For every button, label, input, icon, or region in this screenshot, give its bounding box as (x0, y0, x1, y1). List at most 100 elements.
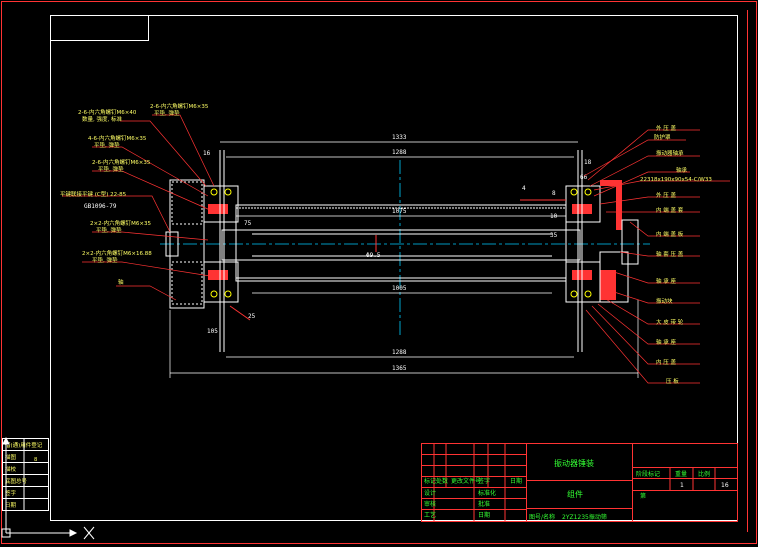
sheet-label: 第 (640, 492, 646, 500)
top-left-code-box (50, 15, 149, 41)
right-guard (600, 180, 622, 230)
material-label: 组件 (567, 489, 583, 499)
right-callout-14: 压 板 (666, 377, 679, 385)
left-callout-6-l1: 2×2-内六角螺钉M6×16.88 (82, 249, 152, 257)
dim-mid-lower: 1005 (392, 285, 407, 292)
right-callout-2: 振动器轴承 (656, 149, 684, 157)
left-callout-7-l1: 轴 (118, 278, 124, 286)
right-callout-text: 防护罩 外 压 盖 振动器轴承 22318x190x90x54-C/W33 轴承… (640, 124, 712, 385)
left-key (165, 231, 179, 257)
total-value: 16 (721, 482, 729, 489)
left-callout-0-l2: 数量, 强度, 标准 (82, 115, 122, 123)
right-callout-4: 轴承 (676, 166, 688, 174)
left-callout-0-l1: 2-6-内六角螺钉M6×40 (78, 108, 137, 116)
left-callout-1-l1: 2-6-内六角螺钉M6×35 (150, 102, 209, 110)
ucs-icon (1, 436, 95, 540)
title-cell-2: 更改文件号 (451, 477, 481, 485)
title-line: 振动器锤装 (554, 458, 594, 468)
right-callout-12: 轴 承 座 (656, 338, 676, 346)
dim-left-offset: 16 (203, 150, 211, 157)
drawing-no: 2YZ1235振动筛 (562, 513, 607, 521)
left-callout-5-l2: 平垫, 弹垫 (96, 226, 122, 234)
right-callout-3: 22318x190x90x54-C/W33 (640, 177, 712, 183)
title-cell-3: 签字 (478, 477, 490, 485)
shaft (221, 229, 581, 261)
right-callout-10: 振动块 (656, 297, 673, 305)
sign-row-0: 设计 (424, 489, 436, 497)
inner-border (50, 15, 738, 521)
right-callout-6: 内 端 盖 套 (656, 206, 684, 214)
left-stamp-1: 描图 (5, 453, 17, 461)
dim-center: Φ9.5 (366, 252, 381, 259)
scale-label: 比例 (698, 470, 710, 478)
right-callout-7: 内 端 盖 板 (656, 230, 684, 238)
right-bolt-3 (570, 290, 578, 298)
right-bearing-bottom (565, 261, 601, 303)
right-callout-9: 轴 承 座 (656, 277, 676, 285)
weight-label: 重量 (675, 470, 687, 478)
left-callouts (62, 114, 215, 301)
left-callout-4-l2: GB1096-79 (84, 203, 117, 210)
assembly-drawing: 1333 1288 1075 1005 1288 1365 16 18 4 8 … (160, 134, 650, 378)
right-callout-5: 外 压 盖 (656, 191, 676, 199)
right-weight (599, 251, 629, 303)
right-callout-1: 外 压 盖 (656, 124, 676, 132)
sign-row-2: 工艺 (424, 511, 436, 519)
dim-75: 75 (244, 220, 252, 227)
sign-row-right-1: 日期 (478, 511, 490, 519)
left-bearing-top-seal (208, 204, 228, 214)
left-pulley (169, 179, 205, 309)
sign-row-1: 审核 (424, 500, 436, 508)
dim-10: 10 (550, 213, 558, 220)
right-callouts (583, 129, 730, 384)
right-callout-13: 内 压 盖 (656, 358, 676, 366)
dim-top-overall: 1333 (392, 134, 407, 141)
left-callout-2-l1: 4-6-内六角螺钉M6×35 (88, 134, 147, 142)
right-guard-bottom (600, 270, 616, 300)
left-bearing-bottom-seal (208, 270, 228, 280)
left-callout-3-l1: 2-6-内六角螺钉M6×35 (92, 158, 151, 166)
left-stamp-2: 描校 (5, 465, 17, 473)
right-bolt-2 (584, 188, 592, 196)
dim-8: 8 (552, 190, 556, 197)
left-bolt-3 (210, 290, 218, 298)
title-cell-4: 日期 (510, 477, 522, 485)
dim-105: 105 (207, 328, 218, 335)
dim-4: 4 (522, 185, 526, 192)
left-bolt-4 (224, 290, 232, 298)
left-stamp-4: 签字 (5, 489, 17, 497)
stage-label: 阶段标记 (636, 470, 660, 478)
left-callout-1-l2: 平垫, 弹垫 (154, 109, 180, 117)
left-stamp-number: 8 (34, 457, 37, 463)
left-stamp-table: 借(通)用件登记 描图 描校 底图总号 签字 日期 (2, 438, 49, 511)
dim-mid-upper: 1075 (392, 208, 407, 215)
dim-top-inner: 1288 (392, 149, 407, 156)
right-callout-11: 大 皮 带 轮 (656, 318, 684, 326)
left-pulley-grooves-top (171, 181, 203, 225)
left-bearing-top (203, 185, 239, 223)
drawing-no-label: 图号/名称 (529, 513, 555, 521)
left-pulley-grooves-bottom (171, 261, 203, 305)
sign-row-right-0: 批准 (478, 500, 490, 508)
title-block-text: 振动器锤装 组件 图号/名称 2YZ1235振动筛 阶段标记 重量 比例 1 1… (424, 458, 729, 521)
dim-35: 35 (550, 232, 558, 239)
right-bolt-1 (570, 188, 578, 196)
right-callout-8: 轴 套 压 盖 (656, 250, 684, 258)
left-bearing-bottom (203, 261, 239, 303)
right-callout-0: 防护罩 (654, 133, 671, 141)
left-stamp-3: 底图总号 (5, 477, 28, 485)
left-callout-6-l2: 平垫, 弹垫 (92, 256, 118, 264)
dim-bottom-inner: 1288 (392, 349, 407, 356)
left-callout-4-l1: 平键联接平键 (C型) 22-85 (60, 190, 127, 198)
tube-body (235, 204, 567, 282)
frame-border (747, 10, 748, 532)
left-bolt-1 (210, 188, 218, 196)
left-callout-3-l2: 平垫, 弹垫 (98, 165, 124, 173)
dim-66: 66 (580, 174, 588, 181)
dim-25: 25 (248, 313, 256, 320)
left-callout-5-l1: 2×2-内六角螺钉M6×35 (90, 219, 151, 227)
left-bolt-2 (224, 188, 232, 196)
title-cell-1: 处数 (436, 477, 448, 485)
